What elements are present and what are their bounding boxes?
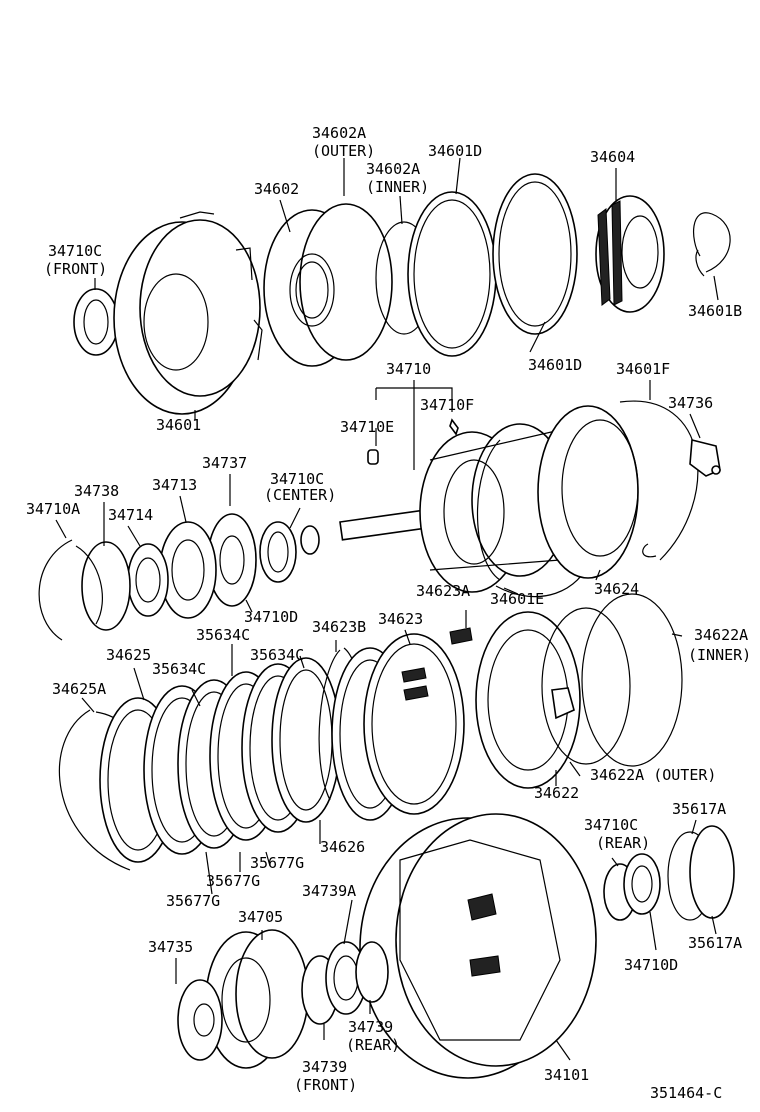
label-34710C-center-sub: (CENTER) — [264, 486, 336, 504]
label-35677G-3: 35677G — [166, 892, 220, 910]
part-34710A-snap-ring — [38, 539, 103, 641]
part-34710C-center-bearing — [259, 521, 297, 583]
label-34101: 34101 — [544, 1066, 589, 1084]
part-35677G-disc-3 — [271, 657, 341, 823]
label-35677G-2: 35677G — [206, 872, 260, 890]
label-34625: 34625 — [106, 646, 151, 664]
label-34705: 34705 — [238, 908, 283, 926]
part-34623-spring-retainer — [363, 633, 465, 815]
label-34604: 34604 — [590, 148, 635, 166]
label-34737: 34737 — [202, 454, 247, 472]
part-34735-plate — [177, 979, 223, 1061]
part-34601D-disc-bottom — [492, 173, 578, 335]
label-34602A-inner-sub: (INNER) — [366, 178, 429, 196]
part-34623A-springs — [449, 627, 473, 645]
label-34602A-outer-sub: (OUTER) — [312, 142, 375, 160]
label-34622A-inner: 34622A — [694, 626, 748, 644]
part-34604-spring-retainer — [595, 195, 665, 313]
part-34622A-outer-ring — [541, 607, 631, 765]
part-34738-ring — [81, 541, 131, 631]
part-34710C-washer — [300, 525, 320, 555]
label-34622A-inner-sub: (INNER) — [688, 646, 751, 664]
label-34601F: 34601F — [616, 360, 670, 378]
drawing-number: 351464-C — [650, 1084, 722, 1102]
label-34624: 34624 — [594, 580, 639, 598]
label-34713: 34713 — [152, 476, 197, 494]
part-34710C-front-seal — [73, 288, 119, 356]
label-34710D-rear: 34710D — [624, 956, 678, 974]
leader-lines — [55, 157, 719, 1061]
label-34710A: 34710A — [26, 500, 80, 518]
label-34602A-inner: 34602A — [366, 160, 420, 178]
label-34739-front-sub: (FRONT) — [294, 1076, 357, 1094]
part-34601B-snap-ring — [693, 212, 731, 277]
label-34710: 34710 — [386, 360, 431, 378]
label-34739-rear: 34739 — [348, 1018, 393, 1036]
label-35634C-3: 35634C — [250, 646, 304, 664]
label-34602: 34602 — [254, 180, 299, 198]
label-34623B: 34623B — [312, 618, 366, 636]
label-34622A-outer: 34622A (OUTER) — [590, 766, 716, 784]
label-34601E: 34601E — [490, 590, 544, 608]
label-34623A: 34623A — [416, 582, 470, 600]
part-34739-rear-washer — [355, 941, 389, 1003]
label-35677G-1: 35677G — [250, 854, 304, 872]
part-34710E-plug — [367, 449, 379, 465]
part-34624-drum — [537, 405, 639, 579]
label-34602A-outer: 34602A — [312, 124, 366, 142]
label-34710D-center: 34710D — [244, 608, 298, 626]
label-34710C-rear: 34710C — [584, 816, 638, 834]
label-34739-rear-sub: (REAR) — [346, 1036, 400, 1054]
part-34714-bearing — [127, 543, 169, 617]
part-34622-piston — [475, 611, 581, 789]
label-35617A-bottom: 35617A — [688, 934, 742, 952]
part-labels: 34602A (OUTER) 34601D 34602A (INNER) 346… — [26, 124, 751, 1102]
part-34622A-inner-ring — [581, 593, 683, 767]
part-34710F-pin — [449, 418, 459, 436]
label-34626: 34626 — [320, 838, 365, 856]
label-34739A: 34739A — [302, 882, 356, 900]
label-34625A: 34625A — [52, 680, 106, 698]
label-34710C-center: 34710C — [270, 470, 324, 488]
label-35634C-2: 35634C — [152, 660, 206, 678]
part-35617A-ring-bottom — [689, 825, 735, 919]
part-34736-plate — [689, 438, 721, 477]
part-34710-one-way-clutch-assembly — [339, 423, 569, 593]
label-35634C-1: 35634C — [196, 626, 250, 644]
label-34622: 34622 — [534, 784, 579, 802]
part-34713-gear — [159, 521, 217, 619]
part-34710D-rear-bearing — [623, 853, 661, 915]
label-34710C-front-sub: (FRONT) — [44, 260, 107, 278]
label-34623: 34623 — [378, 610, 423, 628]
part-34601-drum — [113, 211, 263, 415]
label-34601D-bottom: 34601D — [528, 356, 582, 374]
part-34602-piston — [263, 203, 393, 367]
part-34705-drum — [205, 929, 309, 1069]
label-34736: 34736 — [668, 394, 713, 412]
label-35617A-top: 35617A — [672, 800, 726, 818]
label-34710C-front: 34710C — [48, 242, 102, 260]
part-34101-case — [359, 813, 597, 1079]
label-34710E: 34710E — [340, 418, 394, 436]
label-34601D-top: 34601D — [428, 142, 482, 160]
part-34601D-disc-top — [407, 191, 497, 357]
label-34601B: 34601B — [688, 302, 742, 320]
label-34714: 34714 — [108, 506, 153, 524]
label-34710F: 34710F — [420, 396, 474, 414]
label-34735: 34735 — [148, 938, 193, 956]
label-34710C-rear-sub: (REAR) — [596, 834, 650, 852]
label-34738: 34738 — [74, 482, 119, 500]
label-34739-front: 34739 — [302, 1058, 347, 1076]
label-34601: 34601 — [156, 416, 201, 434]
